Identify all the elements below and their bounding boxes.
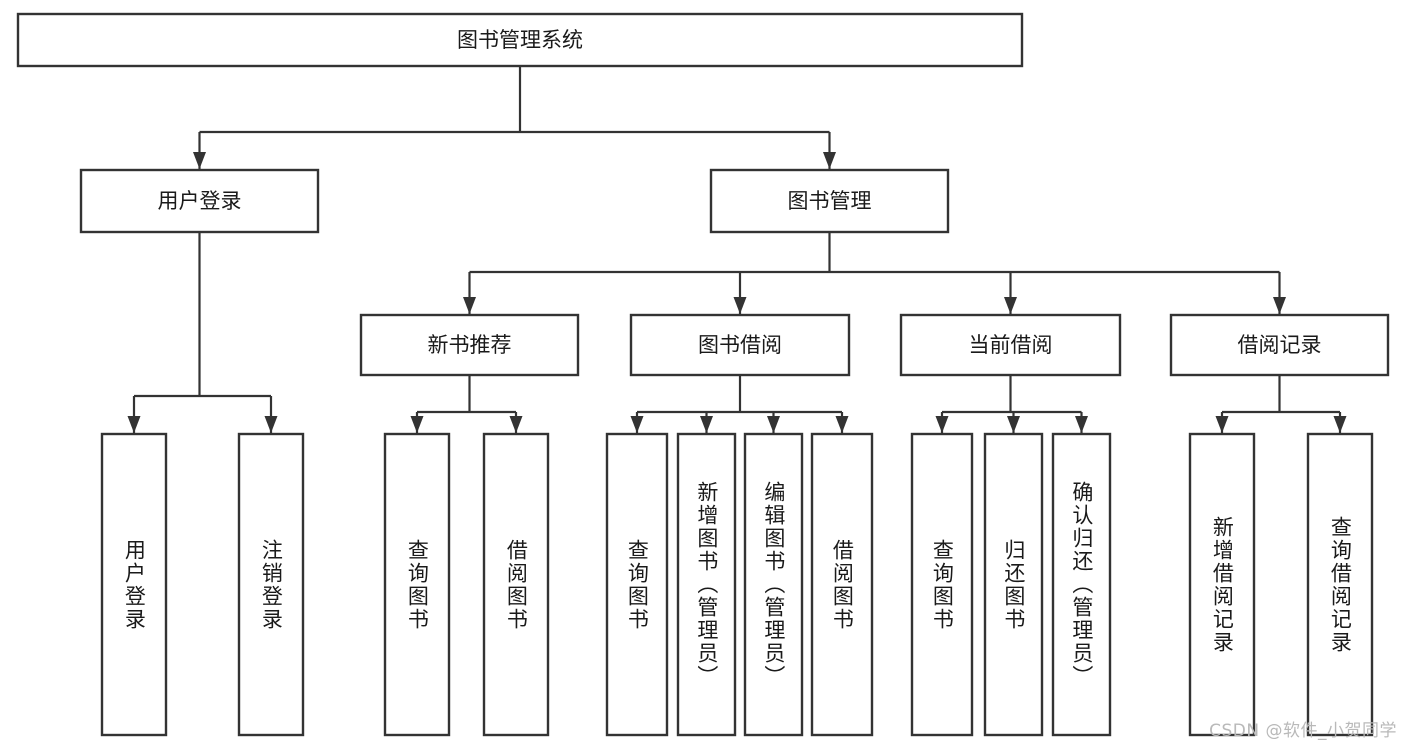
node-l3-0-label: 新书推荐 [428, 333, 512, 357]
l3-0-to-leaves-arrow-0 [410, 416, 424, 433]
node-l3-0-rect [359, 313, 580, 377]
leaf-node-1[interactable] [237, 432, 305, 737]
bookmgmt-to-l3-arrow-3 [1273, 297, 1286, 314]
bookmgmt-to-l3-arrow-1 [733, 297, 747, 314]
node-l3-0[interactable]: 新书推荐 [359, 313, 580, 377]
leaf-node-7-rect [810, 432, 874, 737]
leaf-node-2-rect [383, 432, 451, 737]
leaf-node-12[interactable] [1306, 432, 1374, 737]
l3-2-to-leaves-arrow-0 [935, 416, 949, 433]
l3-2-to-leaves-arrow-2 [1075, 416, 1088, 433]
l3-1-to-leaves-arrow-3 [835, 416, 849, 433]
node-l2-0[interactable]: 用户登录 [79, 168, 320, 234]
node-l3-3[interactable]: 借阅记录 [1169, 313, 1390, 377]
root-to-l2-arrow-0 [193, 152, 206, 169]
leaf-node-9-rect [983, 432, 1044, 737]
l3-1-to-leaves-arrow-1 [700, 416, 713, 433]
leaf-node-5-rect [676, 432, 737, 737]
leaf-node-12-rect [1306, 432, 1374, 737]
leaf-node-0-rect [100, 432, 168, 737]
node-l2-1[interactable]: 图书管理 [709, 168, 950, 234]
leaf-node-3[interactable] [482, 432, 550, 737]
node-l2-0-rect [79, 168, 320, 234]
node-l2-1-rect [709, 168, 950, 234]
leaf-node-9[interactable] [983, 432, 1044, 737]
node-l3-1[interactable]: 图书借阅 [629, 313, 851, 377]
login-to-leaves-arrow-1 [264, 416, 278, 433]
leaf-node-8-rect [910, 432, 974, 737]
login-to-leaves-arrow-0 [127, 416, 141, 433]
node-root-label: 图书管理系统 [457, 28, 583, 52]
leaf-node-0[interactable] [100, 432, 168, 737]
node-l3-3-label: 借阅记录 [1238, 333, 1322, 357]
l3-3-to-leaves-arrow-1 [1333, 416, 1347, 433]
l3-1-to-leaves-arrow-2 [767, 416, 780, 433]
connectors-layer [127, 66, 1347, 433]
node-root-rect [16, 12, 1024, 68]
node-l3-1-rect [629, 313, 851, 377]
node-l2-1-label: 图书管理 [788, 189, 872, 213]
leaf-node-11[interactable] [1188, 432, 1256, 737]
node-l3-1-label: 图书借阅 [698, 333, 782, 357]
leaf-node-1-rect [237, 432, 305, 737]
node-l3-3-rect [1169, 313, 1390, 377]
watermark-text: CSDN @软件_小贺同学 [1209, 721, 1397, 741]
node-l3-2-label: 当前借阅 [969, 333, 1053, 357]
l3-2-to-leaves-arrow-1 [1007, 416, 1020, 433]
leaf-node-3-rect [482, 432, 550, 737]
leaf-node-4-rect [605, 432, 669, 737]
leaf-node-7[interactable] [810, 432, 874, 737]
l3-0-to-leaves-arrow-1 [509, 416, 523, 433]
leaf-node-2[interactable] [383, 432, 451, 737]
leaf-node-10[interactable] [1051, 432, 1112, 737]
node-l2-0-label: 用户登录 [158, 189, 242, 213]
leaf-node-6[interactable] [743, 432, 804, 737]
leaf-node-8[interactable] [910, 432, 974, 737]
bookmgmt-to-l3-arrow-2 [1004, 297, 1017, 314]
leaf-node-4[interactable] [605, 432, 669, 737]
bookmgmt-to-l3-arrow-0 [463, 297, 476, 314]
leaf-node-5[interactable] [676, 432, 737, 737]
node-root[interactable]: 图书管理系统 [16, 12, 1024, 68]
leaf-node-11-rect [1188, 432, 1256, 737]
leaf-node-10-rect [1051, 432, 1112, 737]
l3-3-to-leaves-arrow-0 [1215, 416, 1229, 433]
l3-1-to-leaves-arrow-0 [630, 416, 644, 433]
leaf-node-6-rect [743, 432, 804, 737]
node-l3-2[interactable]: 当前借阅 [899, 313, 1122, 377]
root-to-l2-arrow-1 [823, 152, 836, 169]
node-l3-2-rect [899, 313, 1122, 377]
